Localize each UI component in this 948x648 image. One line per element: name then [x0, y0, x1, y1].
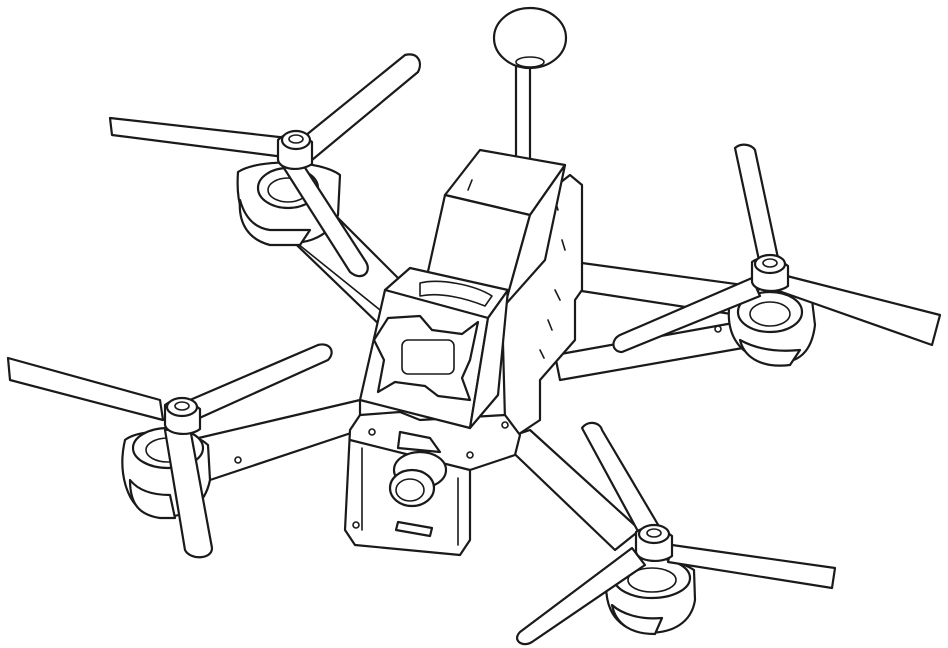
arm-front-left: [188, 398, 362, 482]
propeller-front-left: [6, 343, 333, 559]
camera-lens: [388, 430, 448, 508]
motor-rear-right: [727, 287, 817, 367]
propeller-rear-left: [108, 53, 421, 278]
propeller-front-right: [516, 421, 837, 646]
antenna: [492, 6, 568, 164]
propeller-rear-right: [612, 143, 942, 354]
camera-mount: [358, 266, 510, 430]
